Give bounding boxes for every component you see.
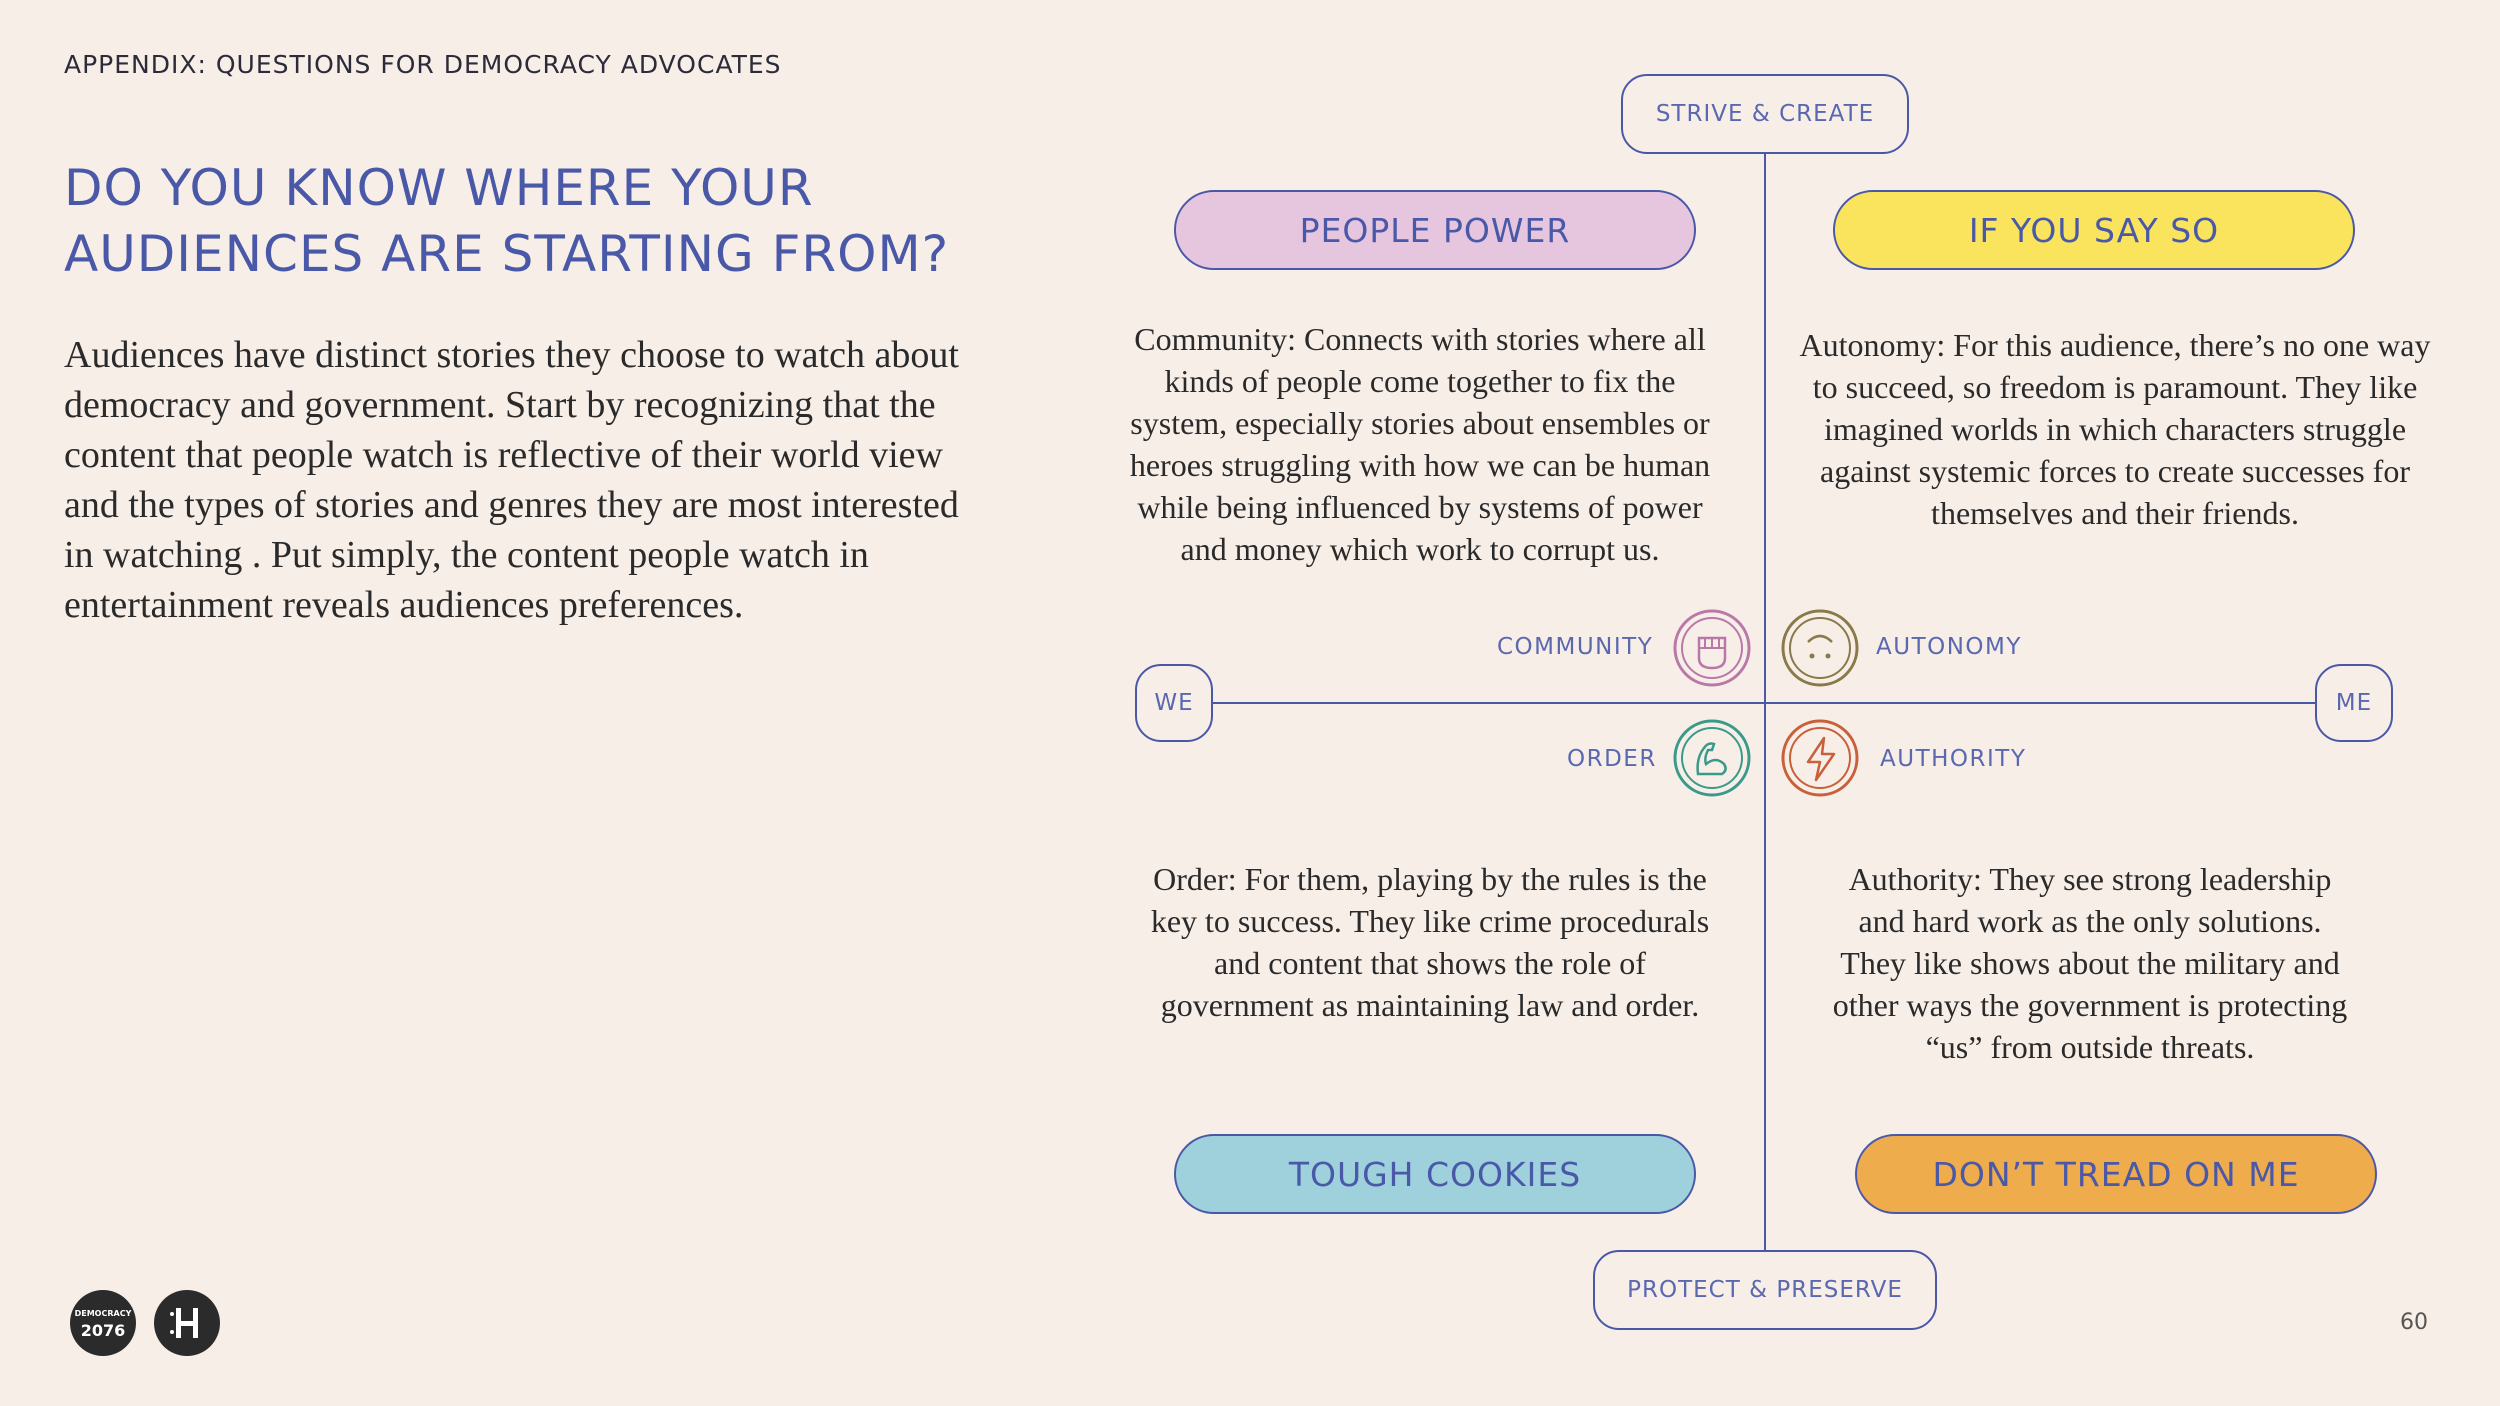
pill-people-power: PEOPLE POWER: [1174, 190, 1696, 270]
desc-line: while being influenced by systems of pow…: [1137, 489, 1703, 525]
desc-line: Community: Connects with stories where a…: [1134, 321, 1706, 357]
page-number: 60: [2400, 1310, 2428, 1335]
pill-dont-tread-on-me: DON’T TREAD ON ME: [1855, 1134, 2377, 1214]
pill-if-you-say-so: IF YOU SAY SO: [1833, 190, 2355, 270]
axis-tag-we: WE: [1135, 664, 1213, 742]
horizontal-axis: [1212, 702, 2316, 704]
desc-line: Order: For them, playing by the rules is…: [1153, 861, 1707, 897]
desc-line: Authority: They see strong leadership: [1848, 861, 2332, 897]
label-community: COMMUNITY: [1497, 634, 1654, 660]
desc-line: against systemic forces to create succes…: [1820, 453, 2410, 489]
label-authority: AUTHORITY: [1880, 746, 2027, 772]
desc-line: key to success. They like crime procedur…: [1150, 903, 1710, 939]
desc-authority: Authority: They see strong leadership an…: [1790, 858, 2390, 1068]
desc-line: system, especially stories about ensembl…: [1130, 405, 1710, 441]
intro-paragraph: Audiences have distinct stories they cho…: [64, 334, 959, 626]
desc-line: and money which work to corrupt us.: [1180, 531, 1660, 567]
axis-tag-protect-preserve: PROTECT & PRESERVE: [1593, 1250, 1937, 1330]
desc-line: to succeed, so freedom is paramount. The…: [1812, 369, 2418, 405]
axis-tag-strive-create: STRIVE & CREATE: [1621, 74, 1909, 154]
vertical-axis: [1764, 150, 1766, 1250]
brand-logo: [154, 1290, 220, 1356]
desc-line: themselves and their friends.: [1931, 495, 2299, 531]
desc-line: heroes struggling with how we can be hum…: [1129, 447, 1711, 483]
upside-down-smile-icon: [1781, 609, 1859, 687]
lightning-bolt-icon: [1781, 719, 1859, 797]
desc-line: and content that shows the role of: [1214, 945, 1646, 981]
desc-line: They like shows about the military and: [1840, 945, 2340, 981]
desc-line: government as maintaining law and order.: [1160, 987, 1700, 1023]
desc-autonomy: Autonomy: For this audience, there’s no …: [1780, 324, 2450, 534]
title-line-1: DO YOU KNOW WHERE YOUR: [64, 159, 814, 217]
desc-order: Order: For them, playing by the rules is…: [1120, 858, 1740, 1026]
appendix-heading: APPENDIX: QUESTIONS FOR DEMOCRACY ADVOCA…: [64, 50, 782, 79]
desc-community: Community: Connects with stories where a…: [1100, 318, 1740, 570]
label-order: ORDER: [1567, 746, 1657, 772]
flexed-bicep-icon: [1673, 719, 1751, 797]
raised-fist-icon: [1673, 609, 1751, 687]
page-title: DO YOU KNOW WHERE YOUR AUDIENCES ARE STA…: [64, 155, 1024, 287]
title-line-2: AUDIENCES ARE STARTING FROM?: [64, 225, 950, 283]
axis-tag-me: ME: [2315, 664, 2393, 742]
label-autonomy: AUTONOMY: [1876, 634, 2022, 660]
pill-tough-cookies: TOUGH COOKIES: [1174, 1134, 1696, 1214]
desc-line: and hard work as the only solutions.: [1858, 903, 2322, 939]
democracy-2076-logo: DEMOCRACY 2076: [70, 1290, 136, 1356]
svg-text:2076: 2076: [81, 1321, 126, 1340]
desc-line: other ways the government is protecting: [1832, 987, 2348, 1023]
svg-text:DEMOCRACY: DEMOCRACY: [75, 1309, 132, 1318]
desc-line: kinds of people come together to fix the: [1164, 363, 1676, 399]
desc-line: Autonomy: For this audience, there’s no …: [1799, 327, 2431, 363]
desc-line: “us” from outside threats.: [1925, 1029, 2255, 1065]
desc-line: imagined worlds in which characters stru…: [1823, 411, 2407, 447]
